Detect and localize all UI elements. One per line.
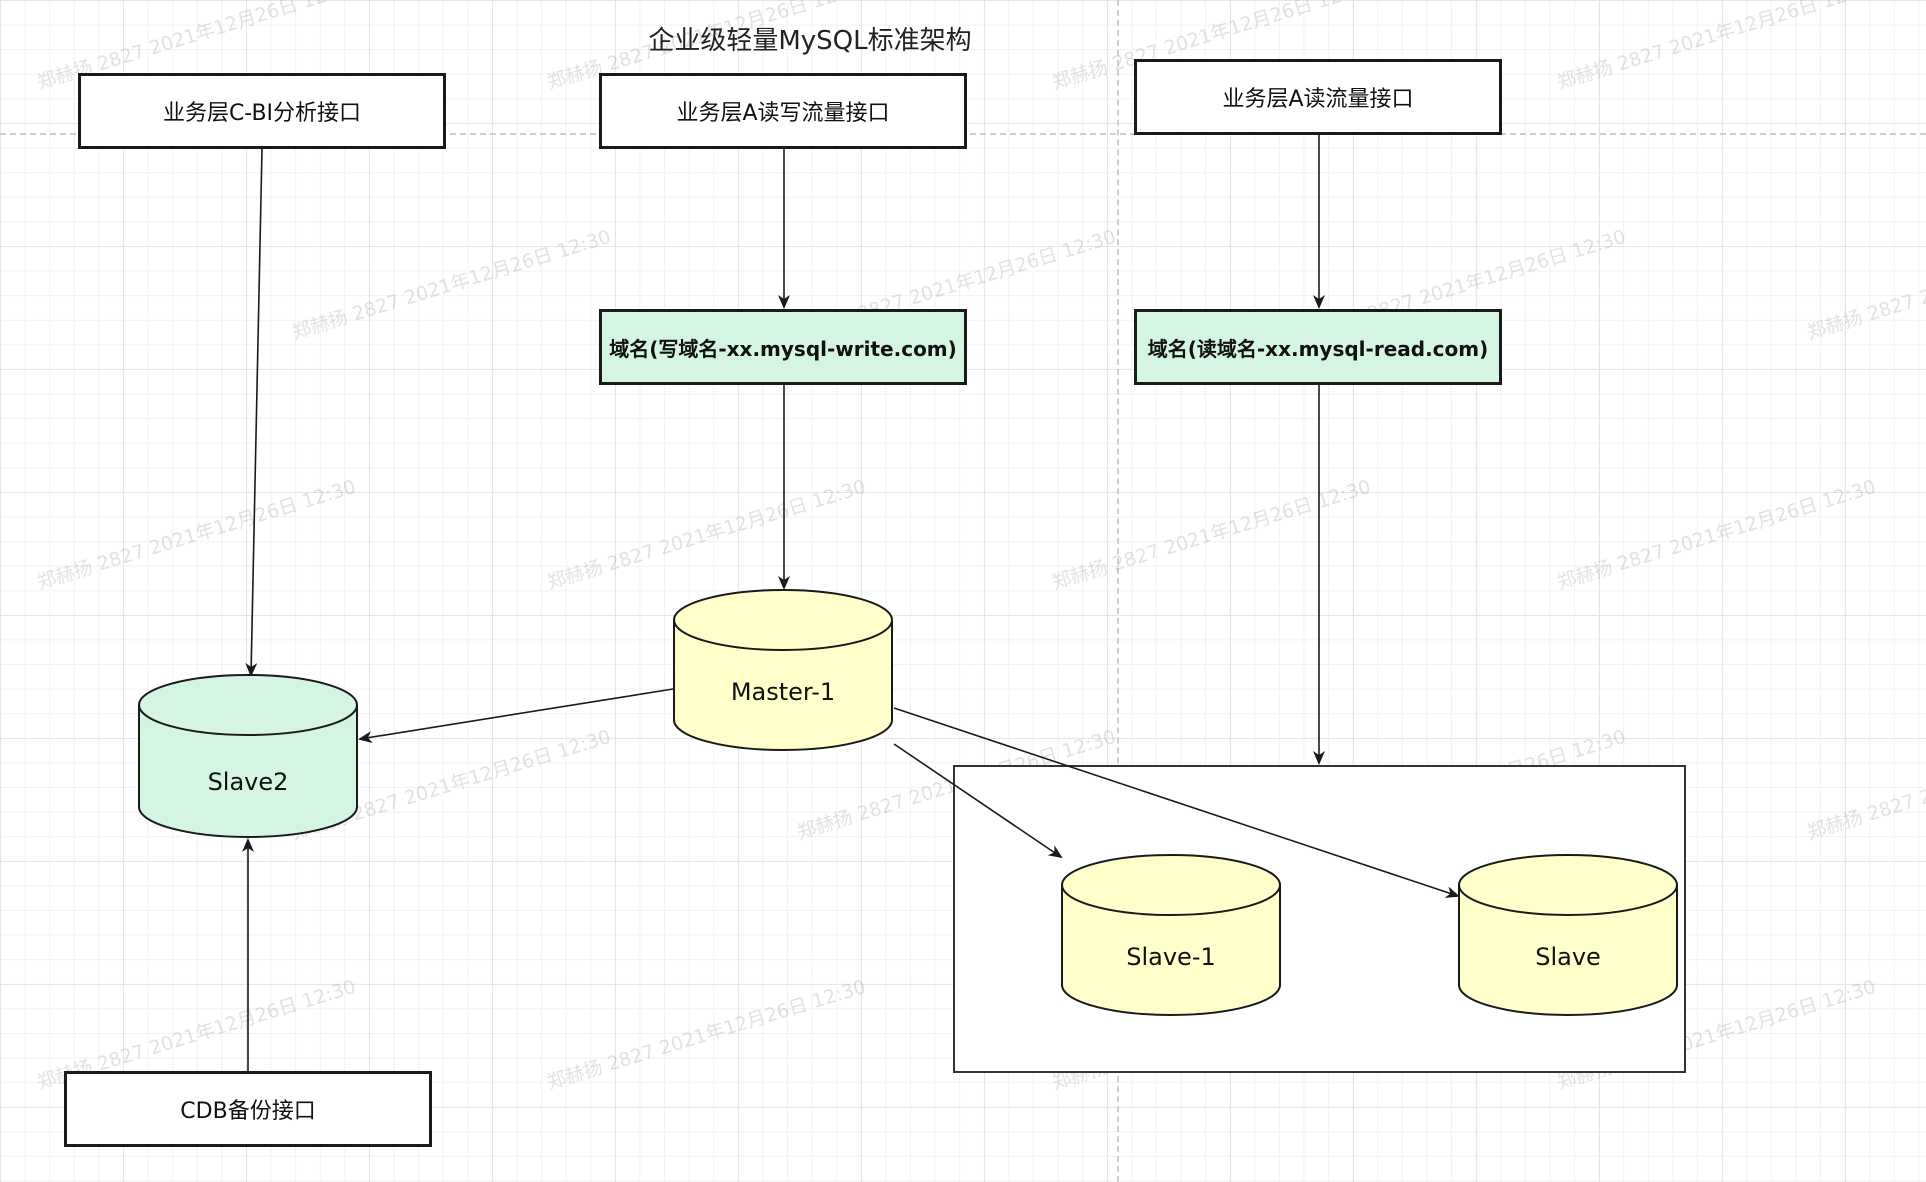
a-read-write-interface-box[interactable]: 业务层A读写流量接口 [599,73,967,149]
slave2-database-label: Slave2 [208,768,289,796]
slave-database-label: Slave [1535,943,1601,971]
write-domain-box[interactable]: 域名(写域名-xx.mysql-write.com) [599,309,967,385]
diagram-title: 企业级轻量MySQL标准架构 [648,26,972,56]
a-read-interface-box[interactable]: 业务层A读流量接口 [1134,59,1502,135]
edge-master-to-slave1 [893,743,1063,859]
slave1-database-label: Slave-1 [1126,943,1216,971]
slave1-database-cylinder[interactable]: Slave-1 [1061,854,1281,1016]
read-domain-box[interactable]: 域名(读域名-xx.mysql-read.com) [1134,309,1502,385]
cdb-backup-interface-box[interactable]: CDB备份接口 [64,1071,432,1147]
master-database-label: Master-1 [731,678,835,706]
slave2-database-cylinder[interactable]: Slave2 [138,674,358,838]
page-break-vertical [1117,0,1119,1182]
edge-master-to-slave2 [358,688,674,744]
master-database-cylinder[interactable]: Master-1 [673,589,893,751]
slave-database-cylinder[interactable]: Slave [1458,854,1678,1016]
edge-cbi-to-slave2 [245,148,263,677]
edge-master-to-slave [893,707,1460,898]
cbi-interface-box[interactable]: 业务层C-BI分析接口 [78,73,446,149]
